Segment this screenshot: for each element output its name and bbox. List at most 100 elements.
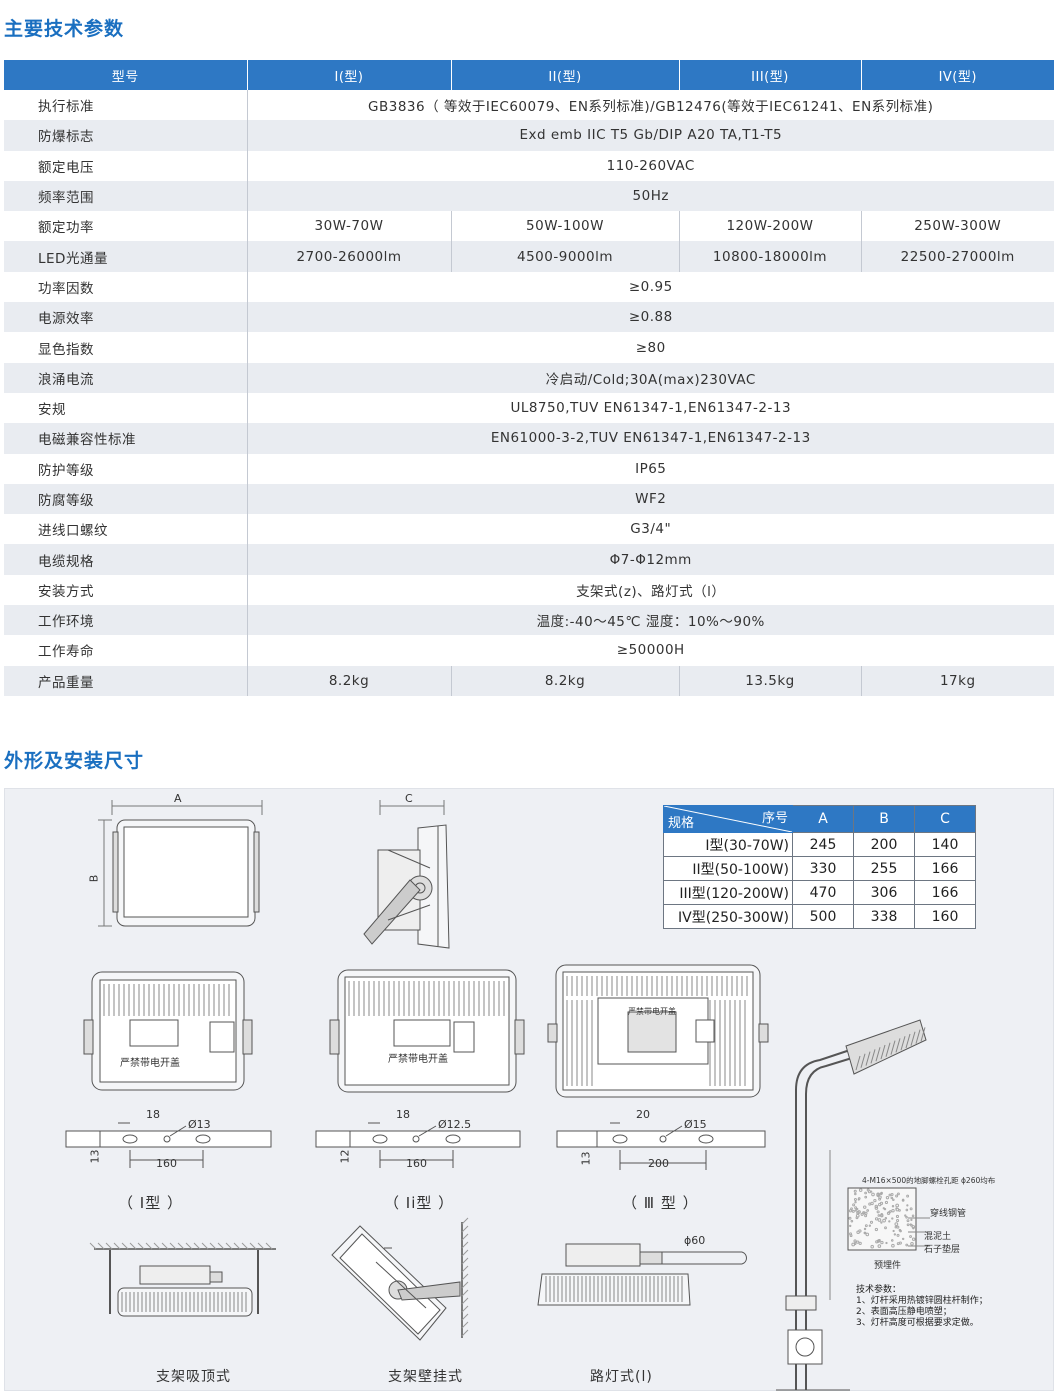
type1-hole-label: Ø13	[188, 1118, 211, 1131]
cover-warning-type3: 严禁带电开盖	[628, 1007, 676, 1016]
spec-header-row: 型号 I(型) II(型) III(型) IV(型)	[4, 60, 1054, 90]
pole-gravel-label: 石子垫层	[924, 1245, 961, 1255]
bracket-type2	[315, 1122, 521, 1168]
spec-row-label: 产品重量	[4, 665, 248, 696]
section-title-dimensions: 外形及安装尺寸	[4, 750, 145, 772]
dimension-size: I型(30-70W)	[663, 832, 793, 857]
dimension-value: 500	[792, 904, 854, 929]
spec-row-label: 防爆标志	[4, 120, 248, 151]
header-type-4: IV(型)	[860, 60, 1054, 90]
spec-row-label: 频率范围	[4, 180, 248, 212]
type2-height-label: 12	[338, 1149, 352, 1164]
dimension-size: IV型(250-300W)	[663, 904, 793, 929]
tech-note-1: 1、灯杆采用热镀锌圆柱杆制作；	[856, 1296, 988, 1306]
type2-offset-label: 18	[396, 1108, 410, 1121]
spec-row-value: 110-260VAC	[247, 150, 1054, 181]
dimension-value: 255	[853, 856, 915, 881]
spec-row-label: 显色指数	[4, 332, 248, 363]
dimension-value: 330	[792, 856, 854, 881]
spec-row-label: 防腐等级	[4, 483, 248, 515]
side-view-drawing	[363, 800, 450, 949]
spec-row: 电源效率≥0.88	[4, 302, 1054, 333]
ceiling-mount-caption: 支架吸顶式	[156, 1369, 231, 1385]
spec-row-label: 执行标准	[4, 90, 248, 121]
spec-row-value: 8.2kg	[450, 665, 679, 696]
bracket-type1	[65, 1122, 272, 1168]
dim-label-c: C	[405, 792, 413, 805]
section-title-specs: 主要技术参数	[4, 18, 125, 40]
spec-row: 功率因数≥0.95	[4, 271, 1054, 303]
spec-row: 显色指数≥80	[4, 332, 1054, 363]
header-type-1: I(型)	[246, 60, 451, 90]
spec-row-value: EN61000-3-2,TUV EN61347-1,EN61347-2-13	[247, 423, 1054, 454]
spec-row-label: 工作环境	[4, 605, 248, 636]
spec-row-value: G3/4"	[247, 514, 1054, 545]
rear-view-type1	[83, 971, 253, 1091]
cover-warning-type2: 严禁带电开盖	[388, 1054, 448, 1065]
cover-warning-type1: 严禁带电开盖	[120, 1058, 180, 1069]
pipe-diameter-label: ϕ60	[684, 1234, 706, 1247]
tech-note-3: 3、灯杆高度可根据要求定做。	[856, 1318, 979, 1328]
spec-row-value: 温度:-40～45℃ 湿度：10%～90%	[247, 605, 1054, 636]
type3-offset-label: 20	[636, 1108, 650, 1121]
spec-row: 安装方式支架式(z)、路灯式（l）	[4, 574, 1054, 606]
spec-row-value: 250W-300W	[860, 211, 1054, 242]
spec-row-value: IP65	[247, 453, 1054, 484]
rear-view-type2	[329, 969, 525, 1093]
spec-row-value: WF2	[247, 483, 1054, 515]
pole-bolts-label: 4-M16×500的地脚螺栓孔距 ϕ260均布	[862, 1176, 996, 1185]
spec-row-label: 进线口螺纹	[4, 514, 248, 545]
wall-mount-caption: 支架壁挂式	[388, 1369, 463, 1385]
spec-row-label: 额定功率	[4, 211, 248, 242]
spec-row-value: 17kg	[860, 665, 1054, 696]
dim-label-b: B	[87, 874, 101, 883]
spec-row-value: 10800-18000lm	[678, 241, 861, 272]
type2-span-label: 160	[406, 1157, 427, 1170]
spec-row-value: GB3836（ 等效于IEC60079、EN系列标准)/GB12476(等效于I…	[247, 90, 1054, 121]
header-type-2: II(型)	[450, 60, 679, 90]
spec-row-value: Exd emb IIC T5 Gb/DIP A20 TA,T1-T5	[247, 120, 1054, 151]
street-mount-drawing	[537, 1243, 747, 1306]
dimension-value: 140	[914, 832, 976, 857]
dimension-value: 160	[914, 904, 976, 929]
tech-notes-title: 技术参数：	[856, 1285, 902, 1295]
ceiling-mount-drawing	[89, 1242, 276, 1317]
dim-label-a: A	[174, 792, 182, 805]
spec-row: 工作寿命≥50000H	[4, 635, 1054, 666]
street-pole-drawing	[776, 1019, 930, 1391]
dimension-header-row: 序号 规格 A B C	[663, 805, 976, 833]
street-mount-caption: 路灯式(l)	[590, 1369, 653, 1385]
spec-row-label: 功率因数	[4, 271, 248, 303]
seq-label: 序号	[761, 811, 788, 826]
spec-row-value: 冷启动/Cold;30A(max)230VAC	[247, 362, 1054, 393]
type1-span-label: 160	[156, 1157, 177, 1170]
pole-embedded-label: 预埋件	[874, 1261, 902, 1271]
tech-note-2: 2、表面高压静电喷塑；	[856, 1307, 952, 1317]
header-model: 型号	[4, 60, 247, 90]
spec-row-label: 电磁兼容性标准	[4, 423, 248, 454]
spec-row-label: 工作寿命	[4, 635, 248, 666]
type3-span-label: 200	[648, 1157, 669, 1170]
spec-row-value: 120W-200W	[678, 211, 861, 242]
spec-row-value: 4500-9000lm	[450, 241, 679, 272]
spec-row-value: 30W-70W	[247, 211, 451, 242]
wall-mount-drawing	[331, 1217, 469, 1341]
spec-row: 浪涌电流冷启动/Cold;30A(max)230VAC	[4, 362, 1054, 393]
spec-row-label: 额定电压	[4, 150, 248, 181]
dimension-value: 470	[792, 880, 854, 905]
dimension-value: 200	[853, 832, 915, 857]
spec-row-value: 8.2kg	[247, 665, 451, 696]
spec-row-value: 支架式(z)、路灯式（l）	[247, 574, 1054, 606]
